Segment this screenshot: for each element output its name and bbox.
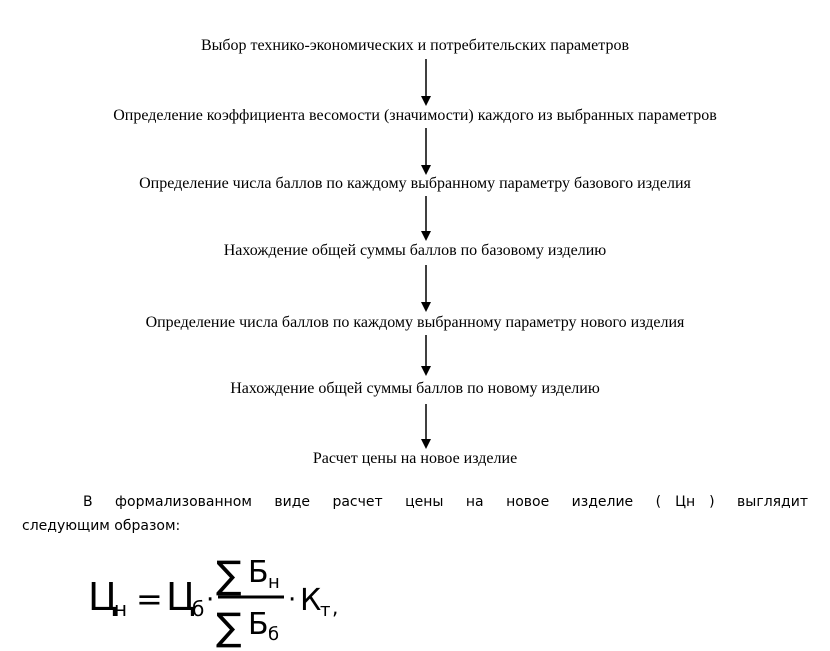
formula-multiply-dot-2: · [288, 585, 296, 615]
price-formula: Ц н = Ц б · ∑ Б н ∑ Б б · К т , [88, 553, 338, 648]
flowchart: Выбор технико-экономических и потребител… [113, 37, 717, 467]
formula-lhs-subscript: н [114, 597, 127, 621]
sum-icon: ∑ [216, 553, 242, 597]
flow-step-3: Определение числа баллов по каждому выбр… [139, 175, 691, 192]
down-arrow-icon [421, 128, 431, 175]
down-arrow-icon [421, 265, 431, 312]
formula-coefficient: К [300, 583, 321, 618]
flow-step-2: Определение коэффициента весомости (знач… [113, 107, 717, 124]
down-arrow-icon [421, 59, 431, 106]
flow-step-1: Выбор технико-экономических и потребител… [200, 37, 630, 54]
formula-numerator: Б [248, 555, 269, 590]
formula-multiply-dot-1: · [206, 585, 214, 615]
sum-icon: ∑ [216, 605, 242, 648]
formula-denominator: Б [248, 607, 269, 642]
formula-numerator-subscript: н [268, 572, 280, 593]
formula-base-price: Ц [166, 575, 196, 619]
paragraph-text-before: В формализованном виде расчет цены на но… [83, 494, 662, 510]
formula-denominator-subscript: б [268, 624, 279, 645]
paragraph-text-after: ) выглядит [709, 494, 808, 510]
down-arrow-icon [421, 404, 431, 449]
paragraph-line-1: В формализованном виде расчет цены на но… [22, 490, 808, 514]
down-arrow-icon [421, 335, 431, 376]
price-symbol: Цн [675, 494, 696, 510]
flow-step-6: Нахождение общей суммы баллов по новому … [230, 380, 600, 397]
formula-coefficient-subscript: т [320, 600, 331, 621]
down-arrow-icon [421, 196, 431, 241]
flow-step-4: Нахождение общей суммы баллов по базовом… [223, 242, 607, 259]
description-paragraph: В формализованном виде расчет цены на но… [22, 490, 808, 538]
formula-base-subscript: б [192, 597, 204, 621]
paragraph-line-2: следующим образом: [22, 518, 181, 534]
formula-comma: , [332, 595, 338, 619]
flow-step-5: Определение числа баллов по каждому выбр… [145, 314, 685, 331]
formula-equals: = [136, 580, 163, 618]
formula-lhs: Ц [88, 575, 118, 619]
flow-step-7: Расчет цены на новое изделие [312, 450, 518, 467]
